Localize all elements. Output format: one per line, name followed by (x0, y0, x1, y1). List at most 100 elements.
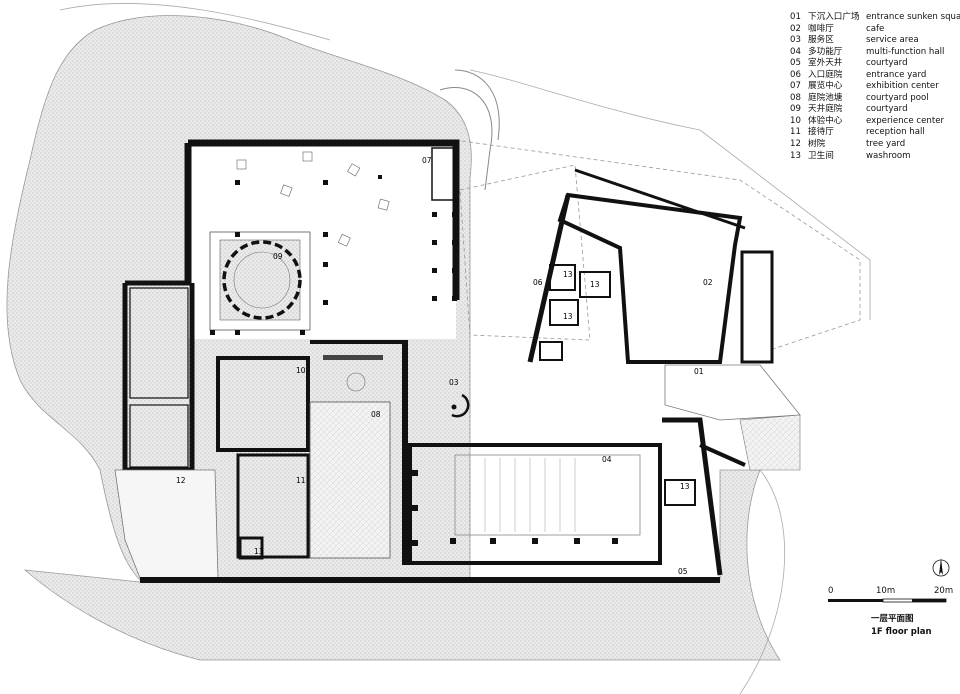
legend-num: 10 (790, 115, 801, 126)
legend-row: 02 咖啡厅 cafe (790, 24, 960, 36)
legend-en: multi-function hall (866, 46, 945, 57)
legend-en: tree yard (866, 139, 906, 150)
multi-function-hall-04 (408, 443, 662, 565)
cafe-facade (574, 168, 746, 230)
east-stair (739, 414, 801, 471)
legend-num: 09 (790, 104, 801, 115)
legend-cn: 下沉入口广场 (808, 12, 860, 22)
pool-bench (323, 355, 383, 360)
east-diagonal-wall (699, 443, 746, 467)
legend-num: 03 (790, 35, 801, 46)
room-label-01: 01 (694, 367, 704, 376)
legend-row: 12 树院 tree yard (790, 139, 960, 151)
legend-en: service area (866, 35, 919, 46)
legend-row: 07 展览中心 exhibition center (790, 81, 960, 93)
legend-cn: 卫生间 (808, 150, 834, 161)
legend-cn: 展览中心 (808, 81, 843, 92)
room-label-13: 13 (254, 547, 264, 556)
legend-cn: 咖啡厅 (808, 23, 834, 34)
legend-row: 03 服务区 service area (790, 35, 960, 47)
courtyard-09-ring (222, 240, 302, 320)
legend-en: courtyard pool (866, 92, 929, 103)
experience-center-10 (216, 356, 310, 452)
exhibition-columns (210, 175, 457, 335)
hall-columns (412, 470, 618, 546)
washroom-13-west (238, 536, 264, 560)
plan-title-en: 1F floor plan (871, 627, 932, 637)
legend-num: 12 (790, 139, 801, 150)
washroom-13-a (549, 264, 576, 291)
legend-en: courtyard (866, 58, 908, 69)
courtyard-09-core (233, 251, 291, 309)
legend-row: 09 天井庭院 courtyard (790, 104, 960, 116)
legend-row: 13 卫生间 washroom (790, 151, 960, 163)
legend-en: experience center (866, 115, 945, 126)
scale-bar (828, 598, 947, 603)
room-label-05: 05 (678, 567, 688, 576)
legend-en: washroom (866, 150, 911, 161)
seating-rows (469, 458, 576, 532)
legend-num: 01 (790, 12, 801, 22)
exhibition-hall-walls (184, 139, 460, 300)
legend-cn: 树院 (808, 139, 826, 150)
entrance-yard-dashed (459, 164, 591, 341)
washroom-13-e (664, 479, 696, 506)
room-label-13: 13 (590, 280, 600, 289)
legend-num: 06 (790, 69, 801, 80)
legend-en: exhibition center (866, 81, 939, 92)
courtyard-pool-08 (309, 401, 391, 559)
room-label-13: 13 (563, 312, 573, 321)
site-boundary-outer (59, 3, 871, 694)
stair-east (539, 341, 563, 361)
room-label-02: 02 (703, 278, 713, 287)
room-label-04: 04 (602, 455, 612, 464)
scale-tick-20m: 20m (934, 586, 954, 596)
legend-cn: 体验中心 (808, 115, 843, 126)
room-label-09: 09 (273, 252, 283, 261)
room-label-13: 13 (563, 270, 573, 279)
stage-area (454, 454, 641, 536)
site-curve-east (439, 69, 500, 191)
legend-num: 05 (790, 58, 801, 69)
legend-num: 13 (790, 150, 801, 161)
room-label-12: 12 (176, 476, 186, 485)
legend-en: courtyard (866, 104, 908, 115)
legend-cn: 天井庭院 (808, 104, 843, 115)
courtyard-09-frame (209, 231, 311, 331)
legend-cn: 入口庭院 (808, 69, 843, 80)
room-label-10: 10 (296, 366, 306, 375)
east-wall-lower (662, 417, 723, 576)
roof-dashed (454, 139, 861, 351)
scale-tick-10m: 10m (876, 586, 896, 596)
room-label-08: 08 (371, 410, 381, 419)
legend-en: reception hall (866, 127, 925, 138)
service-sculpture (346, 372, 366, 392)
scale-tick-0: 0 (828, 586, 834, 596)
legend-num: 02 (790, 23, 801, 34)
washroom-13-b (579, 271, 611, 298)
legend-num: 08 (790, 92, 801, 103)
west-room-upper (129, 287, 189, 399)
legend-cn: 服务区 (808, 35, 834, 46)
plan-title-cn: 一层平面图 (871, 614, 914, 624)
room-label-06: 06 (533, 278, 543, 287)
room-label-13: 13 (680, 482, 690, 491)
reception-hall-11 (236, 453, 310, 559)
room-label-07: 07 (422, 156, 432, 165)
sunken-square-01 (664, 364, 801, 421)
legend-row: 10 体验中心 experience center (790, 116, 960, 128)
north-arrow-icon (932, 558, 950, 577)
legend-en: entrance yard (866, 69, 927, 80)
exhibition-display-box (431, 147, 455, 201)
legend-en: cafe (866, 23, 885, 34)
legend-num: 04 (790, 46, 801, 57)
legend-num: 07 (790, 81, 801, 92)
service-desk (451, 393, 470, 418)
service-desk-dot (451, 404, 457, 410)
legend-row: 06 入口庭院 entrance yard (790, 70, 960, 82)
